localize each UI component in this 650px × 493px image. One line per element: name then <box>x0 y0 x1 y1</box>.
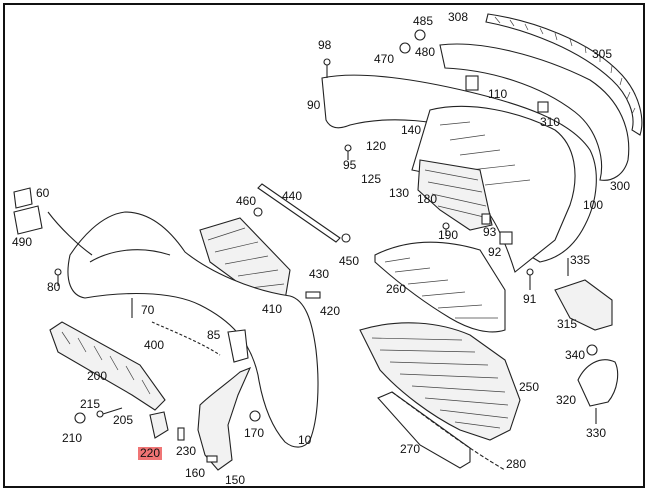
callout-335[interactable]: 335 <box>570 253 591 267</box>
callout-310[interactable]: 310 <box>540 115 561 129</box>
callout-150[interactable]: 150 <box>225 473 246 487</box>
callout-480[interactable]: 480 <box>415 45 436 59</box>
callout-60[interactable]: 60 <box>36 186 50 200</box>
callout-125[interactable]: 125 <box>361 172 382 186</box>
part-side-strip <box>47 211 93 256</box>
callout-460[interactable]: 460 <box>236 194 257 208</box>
part-315-bracket <box>554 279 613 331</box>
callout-110[interactable]: 110 <box>488 87 508 101</box>
callout-92[interactable]: 92 <box>488 245 502 259</box>
callout-305[interactable]: 305 <box>592 47 613 61</box>
callout-140[interactable]: 140 <box>401 123 422 137</box>
callout-85[interactable]: 85 <box>207 328 221 342</box>
callout-220[interactable]: 220 <box>138 446 163 460</box>
callout-90[interactable]: 90 <box>307 98 321 112</box>
part-60-pad <box>13 187 33 209</box>
part-200-reinforcement <box>49 321 166 411</box>
callout-490[interactable]: 490 <box>12 235 33 249</box>
part-300-upper-trim <box>439 43 630 181</box>
callout-315[interactable]: 315 <box>557 317 578 331</box>
part-490-panel <box>13 205 43 235</box>
part-305-trim-strip <box>485 13 643 136</box>
callout-340[interactable]: 340 <box>565 348 586 362</box>
callout-270[interactable]: 270 <box>400 442 421 456</box>
part-85-bracket <box>227 329 249 363</box>
part-180-bracket <box>417 159 493 231</box>
callout-205[interactable]: 205 <box>113 413 134 427</box>
callout-190[interactable]: 190 <box>438 228 459 242</box>
callout-170[interactable]: 170 <box>244 426 265 440</box>
callout-80[interactable]: 80 <box>47 280 61 294</box>
callout-215[interactable]: 215 <box>80 397 101 411</box>
part-280-trim <box>391 391 506 471</box>
callout-260[interactable]: 260 <box>386 282 407 296</box>
callout-450[interactable]: 450 <box>339 254 360 268</box>
callout-485[interactable]: 485 <box>413 14 434 28</box>
callout-180[interactable]: 180 <box>417 192 438 206</box>
part-250-lower-tray <box>359 322 521 441</box>
callout-120[interactable]: 120 <box>366 139 387 153</box>
callout-70[interactable]: 70 <box>141 303 155 317</box>
callout-98[interactable]: 98 <box>318 38 332 52</box>
callout-320[interactable]: 320 <box>556 393 577 407</box>
callout-470[interactable]: 470 <box>374 52 395 66</box>
callout-440[interactable]: 440 <box>282 189 303 203</box>
callout-230[interactable]: 230 <box>176 444 197 458</box>
callout-93[interactable]: 93 <box>483 225 497 239</box>
callout-10[interactable]: 10 <box>298 433 312 447</box>
callout-95[interactable]: 95 <box>343 158 357 172</box>
callout-100[interactable]: 100 <box>583 198 604 212</box>
callout-308[interactable]: 308 <box>448 10 469 24</box>
callout-300[interactable]: 300 <box>610 179 631 193</box>
callout-280[interactable]: 280 <box>506 457 527 471</box>
part-260-diffuser <box>374 241 506 333</box>
callout-210[interactable]: 210 <box>62 431 83 445</box>
callout-160[interactable]: 160 <box>185 466 206 480</box>
fasteners <box>54 29 598 463</box>
callout-200[interactable]: 200 <box>87 369 108 383</box>
part-440-strip <box>257 183 341 243</box>
callout-130[interactable]: 130 <box>389 186 410 200</box>
callout-400[interactable]: 400 <box>144 338 165 352</box>
callout-410[interactable]: 410 <box>262 302 283 316</box>
callout-330[interactable]: 330 <box>586 426 607 440</box>
part-10-bumper-cover <box>67 211 319 448</box>
part-150-side-bracket <box>197 366 252 471</box>
callout-250[interactable]: 250 <box>519 380 540 394</box>
part-400-strip <box>151 321 221 356</box>
part-220-bracket <box>149 411 169 439</box>
part-320-cover <box>577 359 619 407</box>
callout-91[interactable]: 91 <box>523 292 537 306</box>
callout-420[interactable]: 420 <box>320 304 341 318</box>
diagram-frame <box>3 3 645 488</box>
callout-430[interactable]: 430 <box>309 267 330 281</box>
